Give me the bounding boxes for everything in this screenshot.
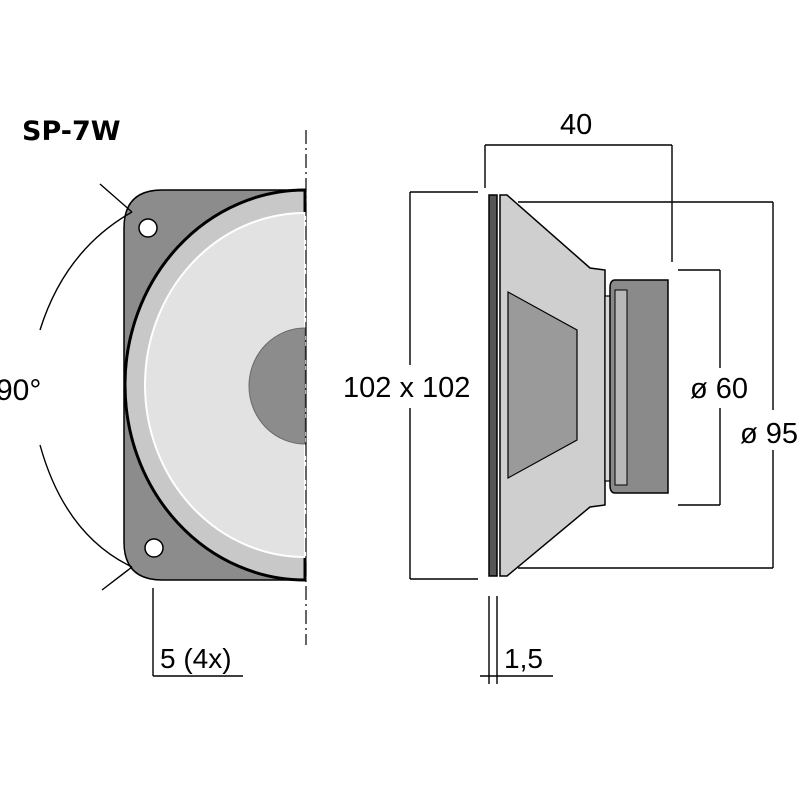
angle-arrow-bottom xyxy=(101,566,133,591)
magnet-plate xyxy=(614,289,628,486)
angle-arc xyxy=(39,211,133,331)
basket-window xyxy=(507,290,578,480)
front-view: 90° 5 (4x) xyxy=(0,130,307,677)
mounting-hole-bottom xyxy=(144,538,164,558)
angle-label: 90° xyxy=(0,374,41,407)
model-title: SP-7W xyxy=(22,116,121,147)
flange xyxy=(488,194,498,577)
flange-thickness-label: 1,5 xyxy=(504,643,543,674)
hole-label: 5 (4x) xyxy=(160,643,232,674)
side-view: 40 102 x 102 ø 60 ø 95 1,5 xyxy=(343,109,798,684)
size-label: 102 x 102 xyxy=(343,372,470,404)
basket-diameter-label: ø 95 xyxy=(740,418,798,450)
magnet-diameter-label: ø 60 xyxy=(690,373,748,405)
mounting-hole-top xyxy=(138,218,158,238)
depth-label: 40 xyxy=(560,109,592,141)
angle-arrow-top xyxy=(99,183,133,213)
cone xyxy=(144,211,306,559)
angle-arc-lower xyxy=(39,444,133,568)
dust-cap xyxy=(248,327,306,445)
